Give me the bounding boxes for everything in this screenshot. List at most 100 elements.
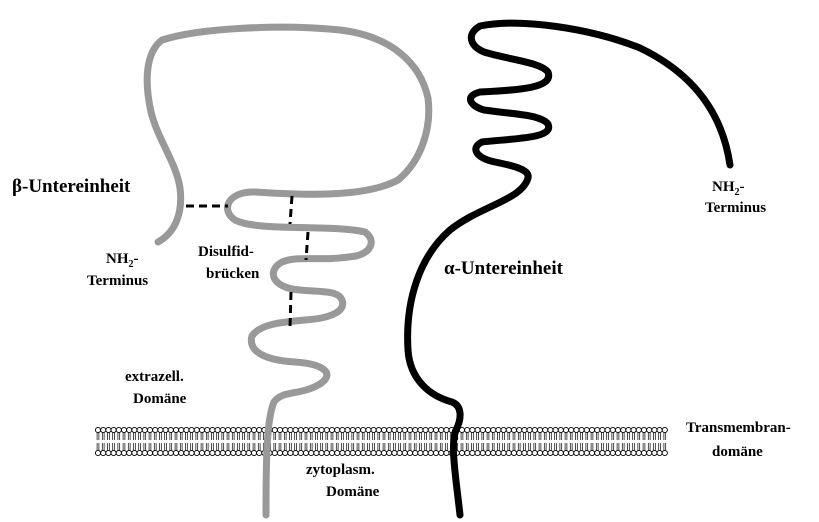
lipid-head bbox=[179, 427, 184, 432]
alpha-terminus-label: Terminus bbox=[705, 200, 766, 216]
lipid-head bbox=[610, 427, 615, 432]
lipid-head bbox=[491, 450, 496, 455]
lipid-head bbox=[501, 450, 506, 455]
lipid-head bbox=[407, 427, 412, 432]
lipid-head bbox=[246, 427, 251, 432]
lipid-head bbox=[361, 450, 366, 455]
lipid-head bbox=[376, 450, 381, 455]
lipid-head bbox=[537, 450, 542, 455]
lipid-head bbox=[392, 450, 397, 455]
lipid-head bbox=[381, 427, 386, 432]
lipid-head bbox=[589, 427, 594, 432]
lipid-head bbox=[106, 450, 111, 455]
lipid-head bbox=[303, 450, 308, 455]
beta-terminus-label: Terminus bbox=[87, 273, 148, 289]
lipid-head bbox=[433, 450, 438, 455]
lipid-head bbox=[418, 450, 423, 455]
lipid-head bbox=[288, 450, 293, 455]
lipid-head bbox=[413, 450, 418, 455]
lipid-head bbox=[121, 450, 126, 455]
lipid-head bbox=[491, 427, 496, 432]
lipid-head bbox=[496, 450, 501, 455]
lipid-head bbox=[485, 450, 490, 455]
lipid-head bbox=[153, 427, 158, 432]
lipid-head bbox=[199, 427, 204, 432]
lipid-head bbox=[652, 450, 657, 455]
beta-subunit-label: β-Untereinheit bbox=[12, 176, 131, 197]
lipid-head bbox=[537, 427, 542, 432]
lipid-head bbox=[184, 450, 189, 455]
lipid-head bbox=[288, 427, 293, 432]
lipid-head bbox=[215, 450, 220, 455]
lipid-head bbox=[641, 450, 646, 455]
lipid-head bbox=[173, 450, 178, 455]
lipid-head bbox=[158, 427, 163, 432]
lipid-head bbox=[329, 450, 334, 455]
lipid-head bbox=[387, 450, 392, 455]
lipid-head bbox=[595, 427, 600, 432]
lipid-head bbox=[303, 427, 308, 432]
lipid-head bbox=[657, 427, 662, 432]
lipid-head bbox=[324, 450, 329, 455]
lipid-head bbox=[101, 450, 106, 455]
lipid-head bbox=[579, 450, 584, 455]
lipid-head bbox=[257, 450, 262, 455]
lipid-head bbox=[173, 427, 178, 432]
lipid-head bbox=[470, 450, 475, 455]
lipid-head bbox=[517, 427, 522, 432]
lipid-head bbox=[662, 427, 667, 432]
lipid-head bbox=[470, 427, 475, 432]
lipid-head bbox=[345, 427, 350, 432]
lipid-head bbox=[236, 427, 241, 432]
lipid-head bbox=[397, 427, 402, 432]
lipid-head bbox=[168, 427, 173, 432]
lipid-head bbox=[636, 427, 641, 432]
lipid-head bbox=[480, 427, 485, 432]
lipid-bilayer bbox=[95, 427, 667, 455]
lipid-head bbox=[366, 427, 371, 432]
lipid-head bbox=[116, 450, 121, 455]
lipid-head bbox=[428, 450, 433, 455]
disulfide-bridge bbox=[290, 196, 292, 224]
lipid-head bbox=[101, 427, 106, 432]
lipid-head bbox=[527, 427, 532, 432]
lipid-head bbox=[272, 450, 277, 455]
lipid-head bbox=[621, 450, 626, 455]
lipid-head bbox=[506, 450, 511, 455]
lipid-head bbox=[584, 450, 589, 455]
lipid-head bbox=[543, 450, 548, 455]
lipid-head bbox=[257, 427, 262, 432]
lipid-head bbox=[314, 450, 319, 455]
lipid-head bbox=[340, 450, 345, 455]
lipid-head bbox=[319, 450, 324, 455]
lipid-head bbox=[657, 450, 662, 455]
lipid-head bbox=[215, 427, 220, 432]
lipid-head bbox=[626, 427, 631, 432]
lipid-head bbox=[225, 427, 230, 432]
lipid-head bbox=[569, 450, 574, 455]
lipid-head bbox=[496, 427, 501, 432]
transmembrane-label-line1: Transmembran- bbox=[686, 420, 791, 436]
lipid-head bbox=[95, 427, 100, 432]
lipid-head bbox=[407, 450, 412, 455]
lipid-head bbox=[355, 427, 360, 432]
lipid-head bbox=[511, 427, 516, 432]
lipid-head bbox=[631, 450, 636, 455]
lipid-head bbox=[647, 427, 652, 432]
lipid-head bbox=[329, 427, 334, 432]
lipid-head bbox=[127, 427, 132, 432]
lipid-head bbox=[548, 427, 553, 432]
lipid-head bbox=[376, 427, 381, 432]
lipid-head bbox=[527, 450, 532, 455]
lipid-head bbox=[548, 450, 553, 455]
extracellular-label-line2: Domäne bbox=[133, 391, 187, 407]
alpha-nh2-label: NH2- bbox=[712, 179, 745, 198]
lipid-head bbox=[350, 450, 355, 455]
lipid-head bbox=[309, 427, 314, 432]
lipid-head bbox=[194, 450, 199, 455]
lipid-head bbox=[652, 427, 657, 432]
lipid-head bbox=[220, 450, 225, 455]
lipid-head bbox=[433, 427, 438, 432]
lipid-head bbox=[153, 450, 158, 455]
lipid-head bbox=[605, 427, 610, 432]
